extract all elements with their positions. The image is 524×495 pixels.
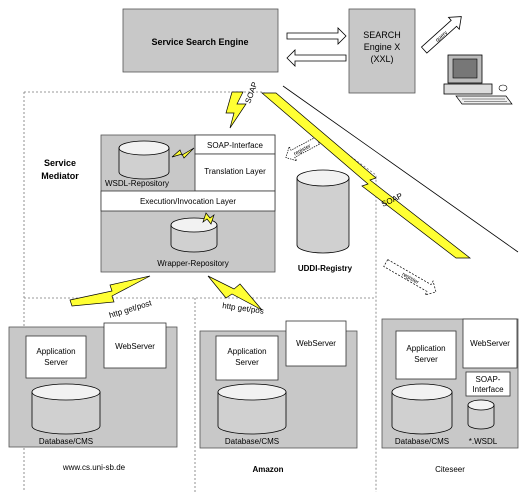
site2-app-line1: Application [227,347,266,356]
search-engine-x-line1: SEARCH [363,30,401,40]
site3-name: Citeseer [435,465,465,474]
site3-soap-interface-box [465,371,511,397]
site2-app-line2: Server [235,358,259,367]
site2-app-server-box [215,335,279,381]
soap-bolt-top [225,91,247,129]
uddi-registry-cylinder [296,169,350,254]
site3-webserver-label: WebServer [470,339,510,348]
site1-database-cylinder [31,383,101,435]
uddi-registry-label: UDDI-Registry [298,264,353,273]
site3-wsdl-label: *.WSDL [469,437,498,446]
site2-webserver-label: WebServer [296,339,336,348]
site3-db-label: Database/CMS [395,437,449,446]
search-engine-x-line2: Engine X [364,42,401,52]
engine-link-arrows [286,27,347,67]
site3-wsdl-cylinder [467,399,495,430]
site3-database-cylinder [391,383,453,435]
site1-name: www.cs.uni-sb.de [62,463,126,472]
search-engine-x-box [348,8,416,94]
wrapper-repository-label: Wrapper-Repository [157,259,228,268]
site3-app-server-box [395,330,457,380]
http-bolt-mid [207,275,263,311]
http-mid-label: http get/pos [222,301,265,316]
execution-layer-box [100,190,276,212]
service-mediator-title-2: Mediator [41,171,79,181]
wsdl-bolt [171,147,195,159]
computer-icon [443,54,513,105]
search-engine-x-line3: (XXL) [370,54,393,64]
wsdl-repository-label: WSDL-Repository [105,179,169,188]
site2-name: Amazon [252,465,283,474]
site3-soap-line1: SOAP- [476,375,501,384]
site3-app-line2: Server [414,355,438,364]
translation-layer-label: Translation Layer [204,167,266,176]
site1-webserver-label: WebServer [115,342,155,351]
site2-database-cylinder [217,383,287,435]
query-arrow: query [420,16,462,54]
service-mediator-title-1: Service [44,158,76,168]
search-engine-citeseer-line [282,85,519,253]
service-search-engine-box [122,8,279,73]
site1-db-label: Database/CMS [39,437,93,446]
site1-app-server-box [25,335,87,379]
site1-app-line1: Application [36,347,75,356]
site1-app-line2: Server [44,358,68,367]
site3-app-line1: Application [406,344,445,353]
service-search-engine-label: Service Search Engine [151,37,248,47]
site2-db-label: Database/CMS [225,437,279,446]
wrapper-repository-cylinder [170,217,218,253]
wsdl-repository-cylinder [118,140,170,180]
site2-webserver-box [285,320,347,367]
http-bolt-left [69,275,151,307]
site3-soap-line2: Interface [472,385,504,394]
http-left-label: http get/post [108,298,153,320]
soap-interface-label: SOAP-Interface [207,141,264,150]
wrapper-bolt [202,212,215,225]
register-arrow-lower: register [383,259,437,296]
execution-layer-label: Execution/Invocation Layer [140,197,236,206]
site3-webserver-box [462,318,518,369]
site1-webserver-box [103,322,167,369]
soap-bolt-citeseer [261,92,472,259]
soap-top-label: SOAP [243,81,259,105]
